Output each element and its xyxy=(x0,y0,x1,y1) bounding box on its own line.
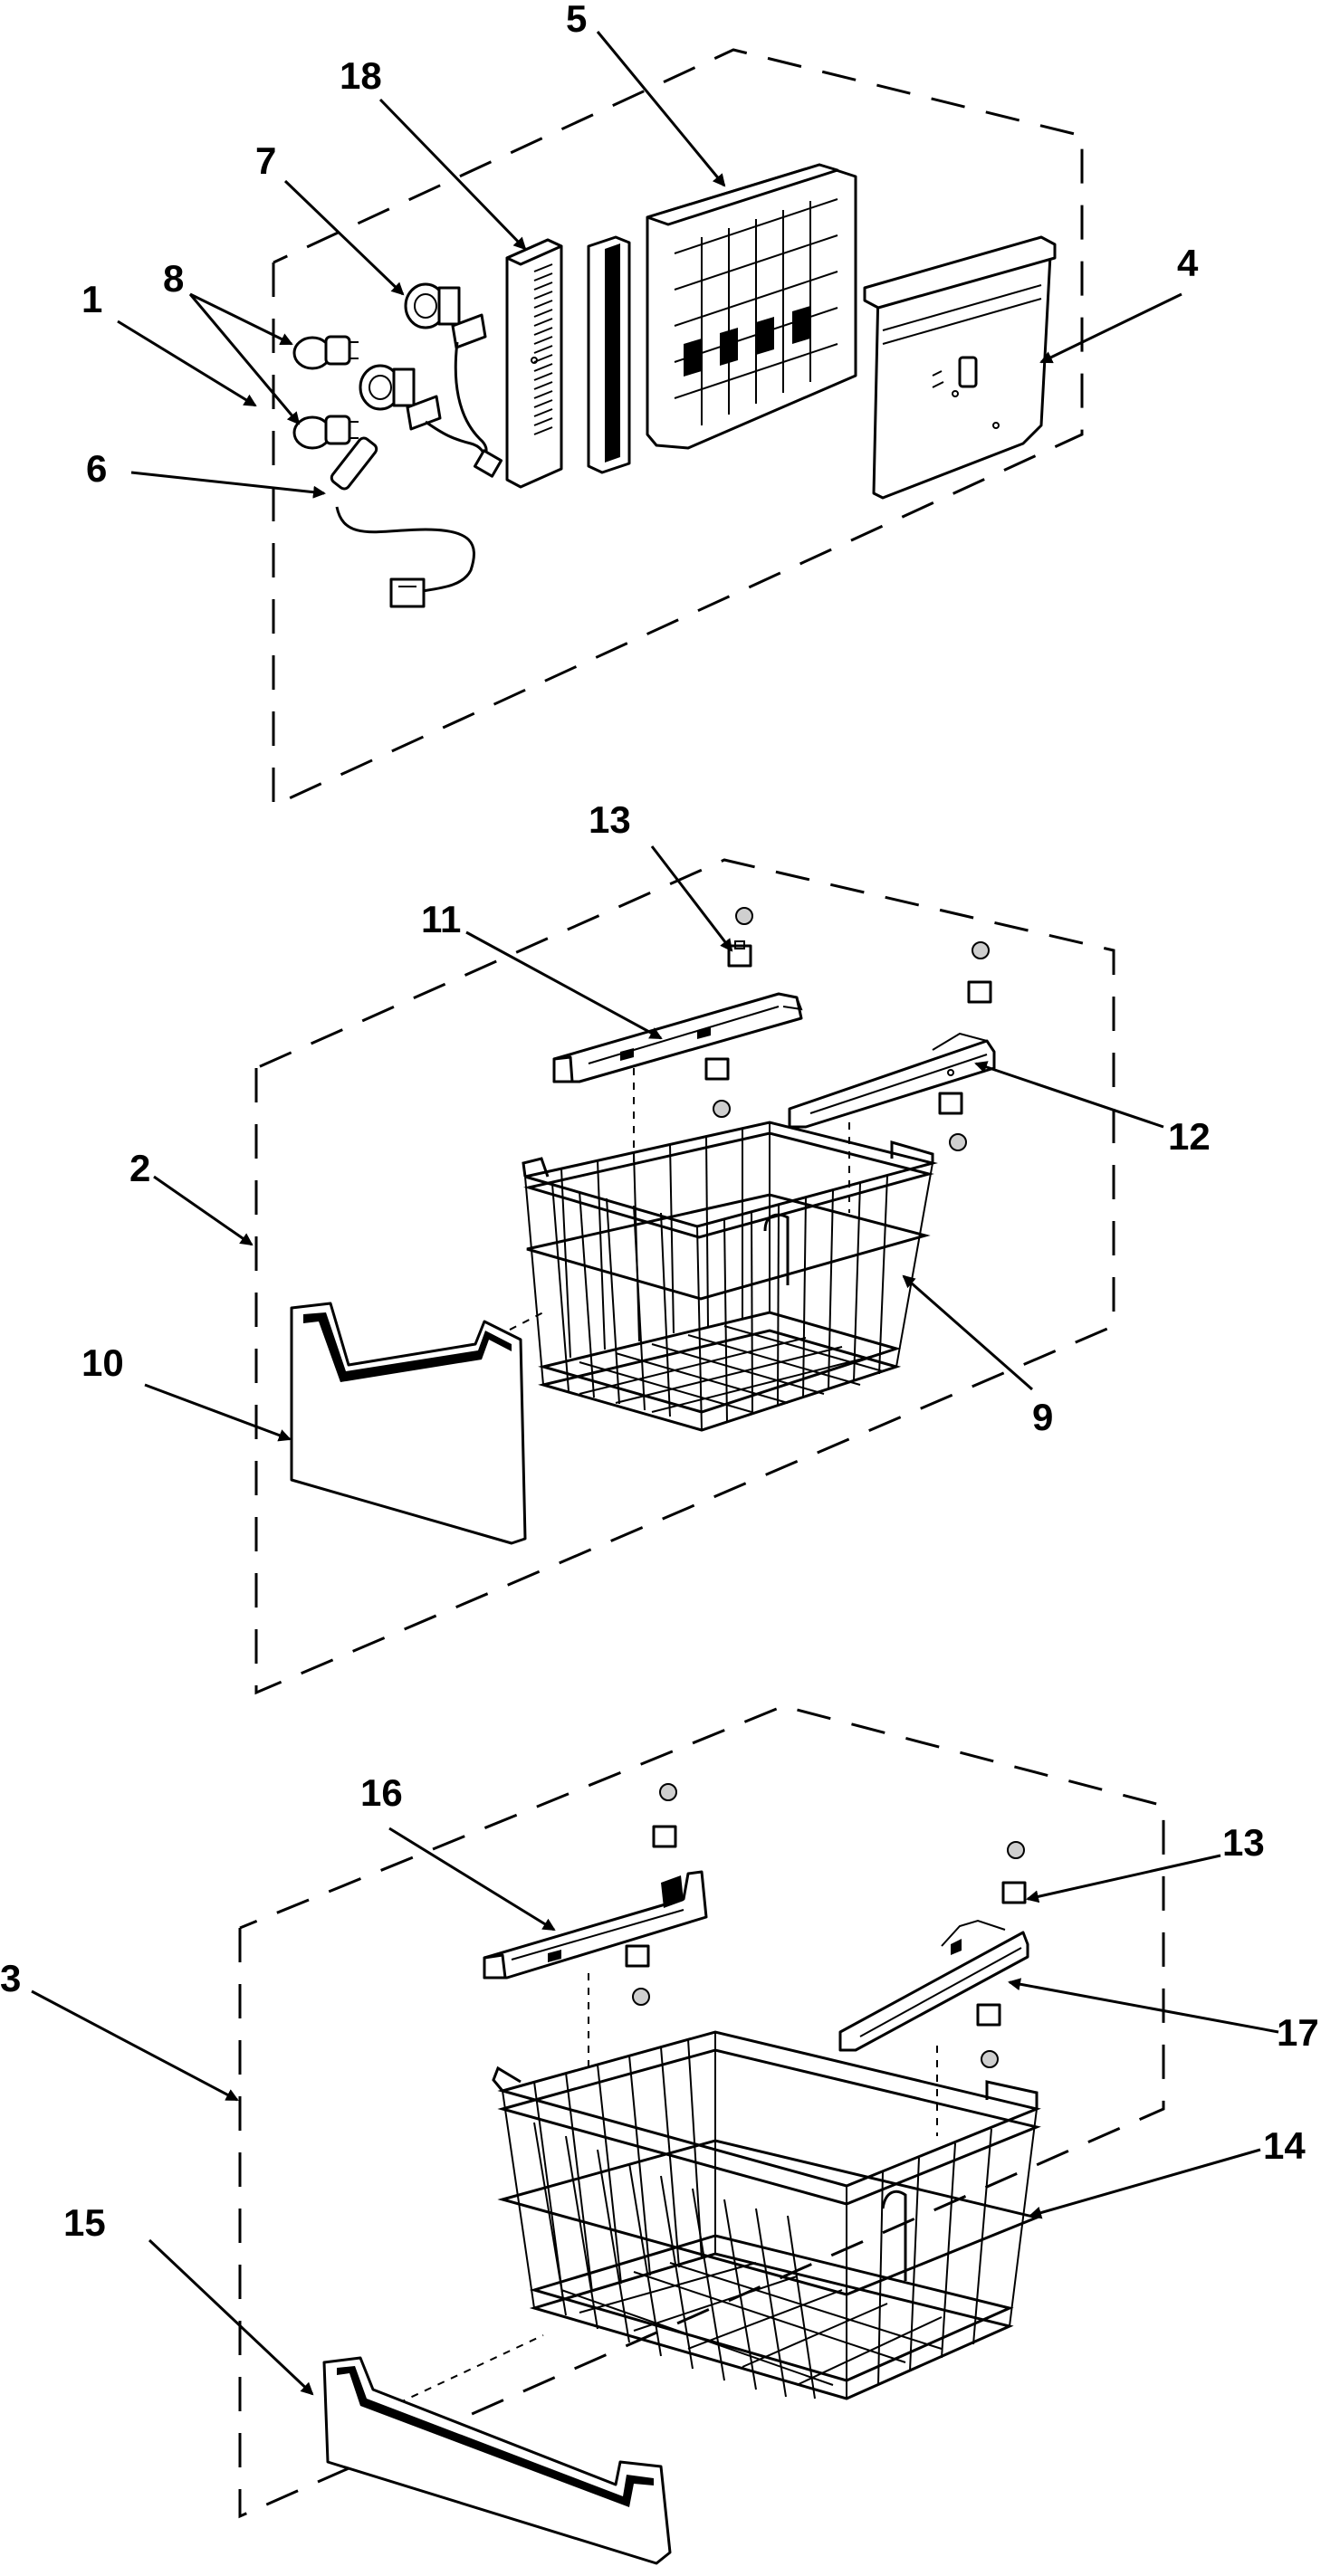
callout-leaders xyxy=(31,31,1279,2396)
wire-basket-middle xyxy=(522,1121,938,1432)
callout-labels: 1 2 3 4 5 6 7 8 9 10 11 12 13 13 14 15 1… xyxy=(0,0,1319,2244)
callout-14: 14 xyxy=(1263,2124,1306,2167)
callout-7: 7 xyxy=(255,139,276,182)
callout-12: 12 xyxy=(1168,1115,1211,1158)
callout-13-middle: 13 xyxy=(589,798,631,841)
rail-clip-bottom-4 xyxy=(976,2003,1001,2068)
callout-10: 10 xyxy=(81,1341,124,1384)
lamp-holder-upper xyxy=(404,282,487,349)
lamp-holder-lower xyxy=(359,364,442,431)
callout-5: 5 xyxy=(566,0,587,40)
callout-11: 11 xyxy=(421,898,461,940)
callout-1: 1 xyxy=(81,278,102,320)
callout-3: 3 xyxy=(0,1957,21,1999)
rail-clip-middle-2 xyxy=(967,941,992,1004)
lamp-socket-upper xyxy=(292,335,359,370)
callout-6: 6 xyxy=(86,447,107,490)
lamp-socket-lower xyxy=(292,415,359,450)
rail-clip-bottom-2 xyxy=(1001,1841,1027,1904)
rail-clip-middle-4 xyxy=(938,1092,967,1151)
basket-front-cover-bottom xyxy=(322,2356,672,2565)
basket-rail-right-bottom xyxy=(838,1919,1029,2052)
callout-17: 17 xyxy=(1277,2011,1319,2054)
assembly-boundary-middle xyxy=(254,858,1115,1695)
assembly-boundary-bottom xyxy=(238,1704,1165,2519)
callout-9: 9 xyxy=(1032,1396,1053,1438)
callout-18: 18 xyxy=(340,54,382,97)
basket-front-cover-middle xyxy=(290,1302,527,1545)
callout-4: 4 xyxy=(1177,242,1199,284)
rail-clip-bottom-1 xyxy=(652,1783,677,1848)
duct-grille-assembly xyxy=(646,163,857,450)
sensor-with-cable xyxy=(330,436,475,608)
callout-13-bottom: 13 xyxy=(1222,1821,1265,1864)
basket-rail-left-middle xyxy=(552,992,803,1083)
basket-rail-left-bottom xyxy=(483,1870,708,1980)
basket-rail-right-middle xyxy=(788,1032,996,1129)
callout-15: 15 xyxy=(63,2201,106,2244)
callout-16: 16 xyxy=(360,1771,403,1814)
callout-8: 8 xyxy=(163,257,184,300)
alignment-line-bot-cover xyxy=(397,2334,544,2404)
assembly-boundary-top xyxy=(272,48,1084,808)
callout-2: 2 xyxy=(129,1147,150,1189)
lamp-wire-harness xyxy=(425,341,503,478)
wire-basket-bottom xyxy=(492,2030,1041,2400)
light-diffuser-strip xyxy=(587,235,631,474)
rail-clip-middle-1 xyxy=(727,907,753,968)
mounting-bracket-plate xyxy=(863,235,1057,500)
rail-clip-middle-3 xyxy=(704,1057,731,1118)
rail-clip-bottom-3 xyxy=(625,1944,650,2006)
lamp-cover-panel xyxy=(505,238,563,489)
